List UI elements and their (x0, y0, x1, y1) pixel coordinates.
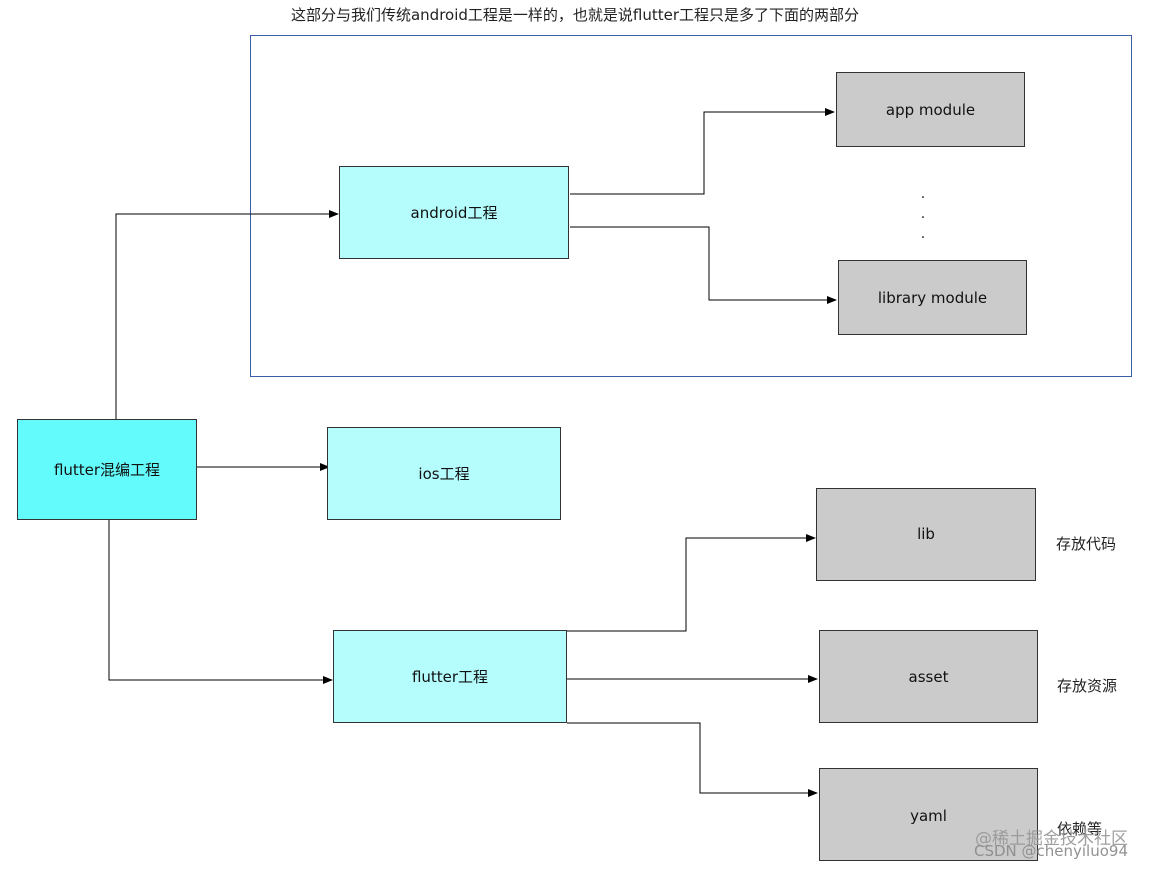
yaml-node: yaml (819, 768, 1038, 861)
flutter-project-node: flutter工程 (333, 630, 567, 723)
edge-root-android (115, 210, 339, 419)
diagram-caption: 这部分与我们传统android工程是一样的，也就是说flutter工程只是多了下… (290, 6, 860, 24)
node-label: library module (877, 288, 988, 307)
node-label: android工程 (410, 204, 498, 222)
lib-node: lib (816, 488, 1036, 581)
yaml-note: 依赖等 (1057, 820, 1103, 838)
ellipsis-dots: · · · (918, 188, 928, 248)
android-group-frame (250, 35, 1132, 377)
asset-note: 存放资源 (1057, 677, 1118, 695)
edge-flutter-lib (567, 534, 816, 632)
edge-flutter-yaml (567, 722, 818, 797)
library-module-node: library module (838, 260, 1027, 335)
edge-android-library (570, 226, 837, 304)
node-label: flutter工程 (411, 668, 489, 686)
asset-node: asset (819, 630, 1038, 723)
ellipsis-dot: · (920, 210, 926, 226)
android-project-node: android工程 (339, 166, 569, 259)
ellipsis-dot: · (920, 230, 926, 246)
edge-android-app (570, 108, 835, 195)
node-label: lib (917, 525, 935, 543)
node-label: asset (908, 668, 949, 686)
node-label: yaml (910, 807, 947, 825)
node-label: app module (885, 100, 976, 119)
ellipsis-dot: · (920, 190, 926, 206)
csdn-watermark: CSDN @chenyiluo94 (973, 842, 1128, 860)
juejin-watermark: @稀土掘金技术社区 (975, 829, 1128, 849)
node-label: ios工程 (418, 465, 470, 483)
app-module-node: app module (836, 72, 1025, 147)
lib-note: 存放代码 (1056, 535, 1117, 553)
node-label: flutter混编工程 (53, 461, 161, 479)
edge-root-flutter (108, 519, 333, 684)
flutter-hybrid-project-node: flutter混编工程 (17, 419, 197, 520)
ios-project-node: ios工程 (327, 427, 561, 520)
